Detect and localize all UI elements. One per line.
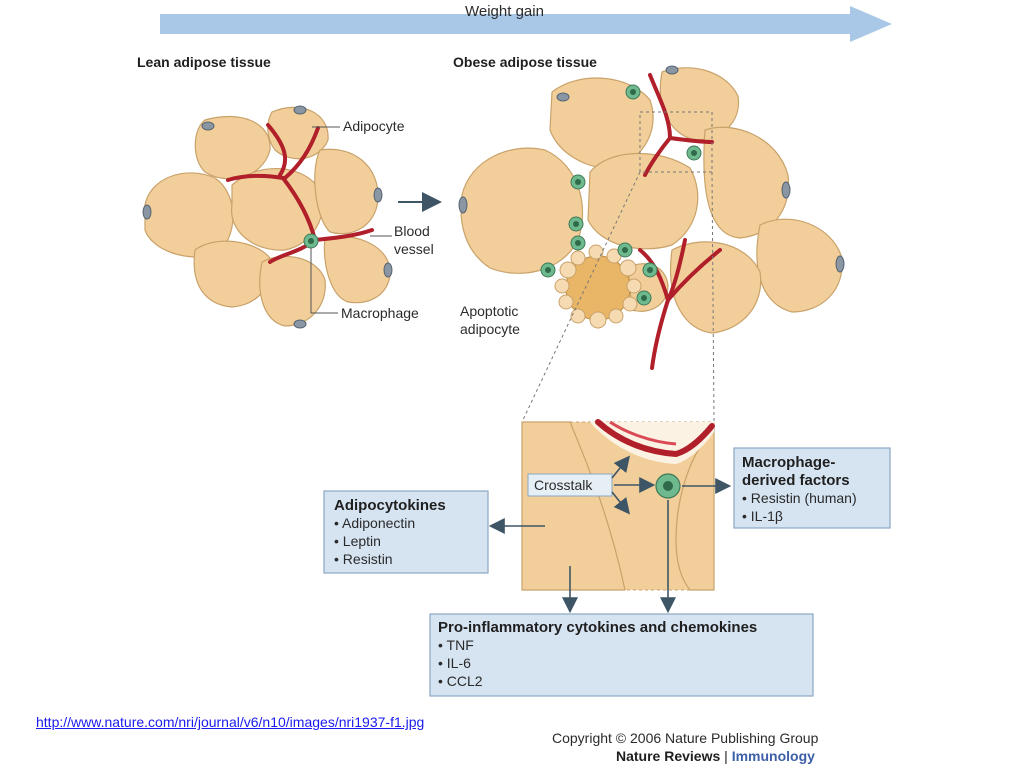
obese-nuclei (458, 65, 845, 273)
inset-macrophage (655, 473, 681, 499)
macrophage-factors-title-1: Macrophage- (742, 454, 835, 471)
lean-macrophage (303, 233, 319, 249)
apoptotic-adipocyte (554, 244, 642, 329)
macrophage-factors-title-2: derived factors (742, 472, 850, 489)
weight-gain-arrow: Weight gain (160, 3, 892, 42)
source-link[interactable]: http://www.nature.com/nri/journal/v6/n10… (36, 714, 425, 730)
weight-gain-label: Weight gain (465, 3, 544, 20)
crosstalk-box (527, 473, 613, 497)
proinflammatory-item: • TNF (438, 637, 474, 653)
macrophage-factors-item: • Resistin (human) (742, 490, 857, 506)
apoptotic-label-2: adipocyte (460, 321, 520, 337)
copyright-text: Copyright © 2006 Nature Publishing Group (552, 730, 819, 746)
proinflammatory-item: • IL-6 (438, 655, 471, 671)
obese-macrophages (540, 84, 702, 306)
crosstalk-inset: Crosstalk (521, 419, 715, 591)
adipocytokines-item: • Adiponectin (334, 515, 415, 531)
journal-separator: | (720, 748, 731, 764)
journal-name: Nature Reviews (616, 748, 720, 764)
blood-vessel-label-1: Blood (394, 223, 430, 239)
crosstalk-label: Crosstalk (534, 477, 593, 493)
journal-credit: Nature Reviews | Immunology (616, 748, 815, 764)
adipocyte-cell (314, 148, 379, 235)
journal-section: Immunology (732, 748, 815, 764)
adipocyte-cell (587, 152, 699, 250)
adipocyte-cell (323, 235, 391, 304)
adipocyte-cell (259, 255, 326, 327)
macrophage-label: Macrophage (341, 305, 419, 321)
adipocyte-cell (756, 218, 843, 313)
adipocyte-label: Adipocyte (343, 118, 405, 134)
inset-arrows (488, 455, 732, 614)
proinflammatory-item: • CCL2 (438, 673, 483, 689)
apoptotic-label-1: Apoptotic (460, 303, 518, 319)
adipocyte-cell (549, 77, 654, 169)
adipocyte-cell (231, 167, 324, 251)
adipocytokines-item: • Leptin (334, 533, 381, 549)
adipocytokines-title: Adipocytokines (334, 497, 446, 514)
lean-leader-lines (310, 126, 392, 314)
macrophage-factors-item: • IL-1β (742, 508, 783, 524)
zoom-line-left (521, 171, 641, 423)
lean-adipose-tissue (144, 106, 391, 327)
zoom-region (639, 111, 713, 173)
obese-adipose-tissue (460, 67, 843, 334)
macrophage-factors-box: Macrophage- derived factors • Resistin (… (733, 447, 891, 529)
obese-tissue-title: Obese adipose tissue (453, 54, 597, 70)
blood-vessel-label-2: vessel (394, 241, 434, 257)
adipocytokines-item: • Resistin (334, 551, 393, 567)
adipocyte-cell (460, 147, 584, 274)
obese-blood-vessels (638, 73, 722, 370)
proinflammatory-box: Pro-inflammatory cytokines and chemokine… (429, 613, 814, 697)
adipocytokines-box: Adipocytokines • Adiponectin • Leptin • … (323, 490, 489, 574)
adipocyte-cell (670, 241, 762, 334)
adipocyte-cell (193, 240, 272, 308)
lean-tissue-title: Lean adipose tissue (137, 54, 271, 70)
lean-nuclei (142, 105, 393, 329)
proinflammatory-title: Pro-inflammatory cytokines and chemokine… (438, 619, 757, 636)
